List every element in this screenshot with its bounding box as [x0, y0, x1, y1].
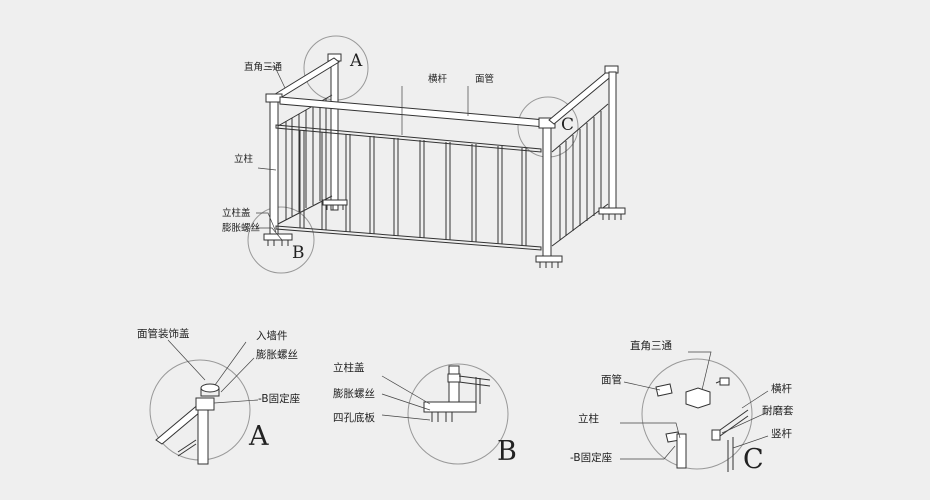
right-back-base	[598, 207, 626, 215]
label-b-pengzhang-luosi: 膨胀螺丝	[333, 387, 375, 400]
detail-a-post	[197, 407, 209, 465]
label-henggan: 横杆	[428, 73, 448, 85]
detail-c-crossbar	[719, 409, 749, 437]
left-back-base	[322, 199, 348, 206]
right-top-rail	[548, 69, 615, 125]
label-detail-b: B	[497, 436, 517, 467]
left-pickets	[285, 98, 327, 220]
detail-c-drawing	[620, 351, 769, 472]
detail-a-cap	[195, 397, 215, 411]
left-front-base	[263, 233, 293, 241]
label-c-main: C	[561, 115, 574, 135]
label-ruqiangjian: 入墙件	[256, 329, 288, 342]
label-c-b-gudingzuo: -B固定座	[570, 451, 612, 464]
label-mianguan: 面管	[475, 73, 494, 85]
detail-b-post	[448, 365, 460, 403]
detail-b-bolts	[431, 412, 453, 422]
detail-c-vertical-bar	[727, 437, 734, 472]
right-front-post	[542, 123, 552, 257]
left-front-post	[269, 99, 279, 236]
detail-circle-b	[247, 206, 315, 274]
label-detail-a: A	[248, 421, 269, 452]
detail-a-drawing	[149, 339, 259, 465]
label-c-naimotao: 耐磨套	[762, 404, 794, 417]
front-bottom-rail	[275, 225, 542, 251]
detail-b-drawing	[381, 363, 509, 465]
main-railing-drawing	[247, 35, 626, 274]
label-b-lizhu-gai: 立柱盖	[333, 361, 365, 374]
label-lizhu-gai: 立柱盖	[222, 207, 251, 219]
label-c-shugan: 竖杆	[771, 427, 792, 440]
front-mid-rail	[275, 124, 542, 153]
right-pickets	[559, 111, 602, 240]
left-back-post	[330, 59, 339, 211]
right-back-post	[608, 71, 617, 211]
label-a-b-gudingzuo: -B固定座	[258, 392, 300, 405]
detail-c-wear-sleeve	[711, 429, 721, 441]
label-c-lizhu: 立柱	[578, 412, 599, 425]
detail-c-post	[676, 433, 687, 469]
front-pickets	[299, 130, 527, 246]
label-c-zhijiao-santong: 直角三通	[630, 339, 672, 352]
label-zhijiao-santong: 直角三通	[244, 61, 283, 73]
label-mianguan-zhuangshigai: 面管装饰盖	[137, 327, 190, 340]
label-b-main: B	[292, 243, 305, 263]
label-pengzhang-luosi: 膨胀螺丝	[222, 222, 260, 234]
detail-c-face-tube	[655, 383, 673, 397]
label-c-mianguan: 面管	[601, 373, 622, 386]
right-front-base	[535, 255, 563, 263]
label-a-pengzhang-luosi: 膨胀螺丝	[256, 348, 298, 361]
label-lizhu: 立柱	[234, 153, 254, 165]
label-c-henggan: 横杆	[771, 382, 792, 395]
detail-b-base-plate	[423, 401, 477, 413]
label-a-main: A	[349, 51, 363, 71]
detail-c-corner-tee	[685, 387, 711, 409]
label-sikong-diban: 四孔底板	[333, 411, 375, 424]
label-detail-c: C	[743, 444, 764, 475]
